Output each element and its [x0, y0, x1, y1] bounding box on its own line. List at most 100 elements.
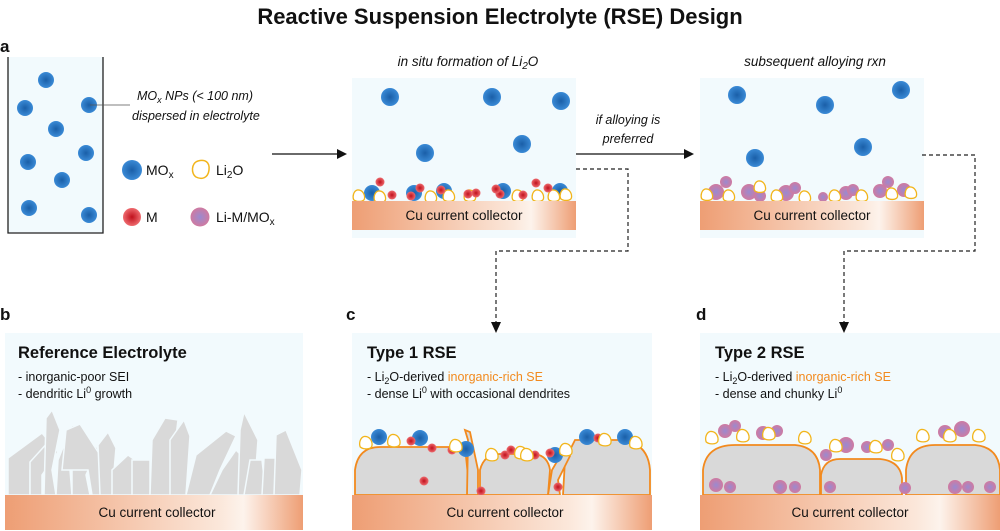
legend-alloy-label: Li-M/MOx: [216, 209, 275, 228]
panel-c-bullet-1: - Li2O-derived inorganic-rich SE: [367, 370, 543, 386]
legend-alloy-swatch: [190, 207, 210, 227]
branch-condition-line1: if alloying is: [596, 113, 661, 127]
mox-particle: [38, 72, 54, 88]
panel-b-heading: Reference Electrolyte: [18, 344, 187, 362]
alloy-particle: [948, 480, 962, 494]
metal-particle: [518, 190, 528, 200]
branch-condition-line2: preferred: [602, 132, 655, 146]
alloy-particle: [954, 421, 970, 437]
metal-particle: [387, 190, 397, 200]
metal-particle: [543, 183, 553, 193]
mox-particle: [78, 145, 94, 161]
legend-li2o-swatch: [191, 159, 210, 180]
panel-c-heading: Type 1 RSE: [367, 344, 457, 362]
mox-particle: [617, 429, 633, 445]
alloy-particle: [754, 190, 766, 202]
alloy-particle: [962, 481, 974, 493]
cu-current-collector: [5, 495, 303, 530]
lithium-grain: [905, 444, 1000, 496]
alloy-particle: [709, 478, 723, 492]
alloy-particle: [820, 449, 832, 461]
li2o-particle: [770, 189, 784, 203]
figure-title: Reactive Suspension Electrolyte (RSE) De…: [257, 4, 742, 29]
legend: MOx Li2O M Li-M/MOx: [122, 159, 275, 228]
mox-particle: [552, 92, 570, 110]
mox-particle: [48, 121, 64, 137]
dendrite: [131, 459, 151, 496]
connector-to-type1: [495, 168, 629, 325]
alloy-particle: [729, 420, 741, 432]
legend-mox-swatch: [122, 160, 142, 180]
type1-rse-panel: Type 1 RSE - Li2O-derived inorganic-rich…: [352, 333, 652, 530]
alloy-particle: [882, 439, 894, 451]
li2o-particle: [559, 442, 573, 457]
step2-panel: Cu current collector: [700, 78, 924, 238]
step2-deposit-layer: [700, 176, 918, 204]
cu-collector-label: Cu current collector: [446, 505, 564, 520]
alloy-particle: [789, 481, 801, 493]
mox-particle: [579, 429, 595, 445]
alloy-particle: [818, 192, 828, 202]
panel-b-bullet-1: - inorganic-poor SEI: [18, 370, 129, 384]
connector-arrowhead-type1: [491, 322, 501, 333]
panel-b-bullet-2: - dendritic Li0 growth: [18, 385, 132, 401]
connector-to-type2: [843, 154, 976, 325]
panel-d-bullet-2: - dense and chunky Li0: [715, 385, 842, 401]
li2o-particle: [904, 186, 918, 200]
mox-particle: [513, 135, 531, 153]
li2o-particle: [869, 439, 883, 454]
li2o-particle: [972, 428, 986, 443]
li2o-particle: [359, 435, 373, 450]
step1-panel: Cu current collector: [352, 78, 576, 238]
metal-particle: [500, 450, 510, 460]
li2o-particle: [449, 438, 463, 453]
alloy-particle: [789, 182, 801, 194]
cu-current-collector: [700, 201, 924, 230]
metal-particle: [476, 486, 486, 496]
metal-particle: [553, 482, 563, 492]
nanoparticle-annotation-line1: MOx NPs (< 100 nm): [137, 89, 253, 105]
cu-current-collector: [352, 201, 576, 230]
nanoparticle-annotation-line2: dispersed in electrolyte: [132, 109, 260, 123]
metal-particle: [531, 178, 541, 188]
legend-metal-swatch: [123, 208, 141, 226]
li2o-particle: [559, 188, 573, 202]
li2o-particle: [352, 189, 366, 203]
li2o-particle: [798, 190, 812, 204]
cu-collector-label: Cu current collector: [753, 208, 871, 223]
panel-d-bullet-1: - Li2O-derived inorganic-rich SE: [715, 370, 891, 386]
li2o-particle: [531, 189, 545, 203]
metal-particle: [415, 183, 425, 193]
step2-title: subsequent alloying rxn: [744, 54, 886, 69]
alloy-particle: [873, 184, 887, 198]
panel-label-c: c: [346, 305, 355, 324]
alloy-particle: [899, 482, 911, 494]
mox-particle: [416, 144, 434, 162]
vial-nanoparticles: [17, 72, 97, 223]
alloy-particle: [984, 481, 996, 493]
metal-particle: [491, 184, 501, 194]
li2o-particle: [373, 190, 387, 204]
metal-particle: [419, 476, 429, 486]
step1-deposit-layer: [352, 177, 573, 204]
panel-label-d: d: [696, 305, 706, 324]
cu-collector-label: Cu current collector: [405, 208, 523, 223]
li2o-particle: [943, 428, 957, 443]
metal-particle: [506, 445, 516, 455]
li2o-particle: [916, 428, 930, 443]
mox-particle: [483, 88, 501, 106]
panel-label-b: b: [0, 305, 10, 324]
li2o-particle: [598, 432, 612, 447]
metal-particle: [406, 436, 416, 446]
mox-particle: [371, 429, 387, 445]
alloy-particle: [720, 176, 732, 188]
li2o-particle: [387, 433, 401, 448]
li2o-particle: [736, 428, 750, 443]
mox-particle: [412, 430, 428, 446]
panel-d-heading: Type 2 RSE: [715, 344, 805, 362]
vial-outline: [7, 57, 104, 234]
mox-particle: [20, 154, 36, 170]
cu-collector-label: Cu current collector: [98, 505, 216, 520]
panel-c-bullet-2: - dense Li0 with occasional dendrites: [367, 385, 570, 401]
cu-current-collector: [700, 495, 1000, 530]
